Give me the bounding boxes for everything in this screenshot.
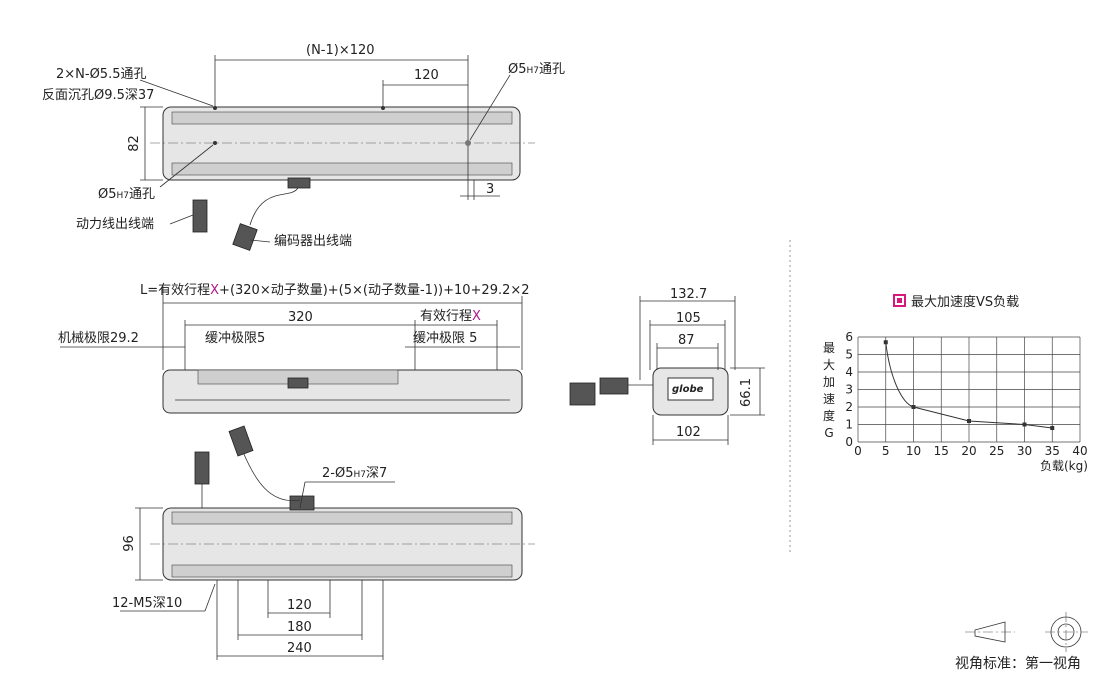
- series-line: [885, 342, 1053, 429]
- data-point: [911, 405, 916, 409]
- legend-marker-icon: [893, 294, 906, 307]
- x-tick-label: 5: [882, 444, 890, 458]
- x-tick-label: 15: [934, 444, 949, 458]
- power-cable-label: 动力线出线端: [76, 217, 155, 232]
- hole-label-1: 2×N-Ø5.5通孔: [56, 67, 147, 82]
- x-tick-label: 30: [1017, 444, 1032, 458]
- data-point: [883, 340, 888, 345]
- dim-240: 240: [287, 641, 312, 656]
- dim-102: 102: [676, 425, 701, 440]
- y-label-char: 最: [822, 341, 835, 355]
- x-tick-label: 25: [989, 444, 1004, 458]
- x-tick-label: 35: [1045, 444, 1060, 458]
- y-tick-label: 1: [845, 418, 853, 432]
- dim-slider: 320: [288, 310, 313, 325]
- mech-limit-label: 机械极限29.2: [58, 331, 139, 346]
- data-point: [1022, 422, 1027, 427]
- dim-132-7: 132.7: [670, 287, 708, 302]
- top-body: [162, 106, 521, 181]
- bottom-view: [120, 425, 535, 660]
- side-view: [60, 286, 523, 414]
- encoder-cable-label: 编码器出线端: [274, 234, 353, 249]
- top-rail: [171, 162, 513, 176]
- x-tick-label: 10: [906, 444, 921, 458]
- hole-label-2: 反面沉孔Ø9.5深37: [42, 88, 155, 103]
- pin-hole-right: Ø5H7通孔: [508, 62, 566, 77]
- y-tick-label: 6: [845, 330, 853, 344]
- first-angle-projection-symbol: [965, 612, 1088, 652]
- y-tick-label: 4: [845, 365, 853, 379]
- dim-66-1: 66.1: [738, 378, 754, 407]
- y-tick-label: 3: [845, 383, 853, 397]
- dim-pitch-total: (N-1)×120: [306, 43, 375, 58]
- projection-label: 视角标准：第一视角: [955, 656, 1081, 672]
- data-point: [967, 419, 971, 423]
- chart-title: 最大加速度VS负载: [893, 294, 1019, 310]
- x-tick-label: 0: [854, 444, 862, 458]
- chart-x-label: 负载(kg): [1040, 459, 1088, 473]
- dim-180: 180: [287, 620, 312, 635]
- y-tick-label: 5: [845, 348, 853, 362]
- y-tick-label: 2: [845, 400, 853, 414]
- y-label-char: 速: [822, 392, 835, 406]
- pin-holes-label: 2-Ø5H7深7: [322, 466, 388, 481]
- buffer-left: 缓冲极限5: [205, 331, 266, 346]
- stroke-label: 有效行程X: [420, 309, 481, 324]
- x-tick-label: 40: [1072, 444, 1087, 458]
- y-tick-label: 0: [845, 435, 853, 449]
- data-point: [1050, 426, 1055, 430]
- y-label-char: G: [824, 426, 834, 440]
- buffer-right: 缓冲极限 5: [413, 331, 478, 346]
- y-label-char: 大: [822, 358, 835, 372]
- dim-105: 105: [676, 311, 701, 326]
- top-rail: [171, 111, 513, 125]
- length-formula: L=有效行程X+(320×动子数量)+(5×(动子数量-1))+10+29.2×…: [140, 283, 530, 298]
- dim-height-top: 82: [126, 135, 142, 152]
- x-tick-label: 20: [961, 444, 976, 458]
- pin-hole-left: Ø5H7通孔: [98, 187, 156, 202]
- dim-120: 120: [287, 598, 312, 613]
- y-label-char: 加: [822, 375, 835, 389]
- dim-pitch: 120: [414, 68, 439, 83]
- y-label-char: 度: [822, 409, 835, 423]
- top-view: [139, 55, 535, 251]
- tapped-holes-label: 12-M5深10: [112, 596, 183, 611]
- dim-offset: 3: [486, 182, 495, 197]
- globe-logo: globe: [672, 384, 704, 395]
- end-view: [569, 296, 765, 445]
- dim-87: 87: [678, 333, 695, 348]
- dim-height-bottom: 96: [121, 535, 137, 552]
